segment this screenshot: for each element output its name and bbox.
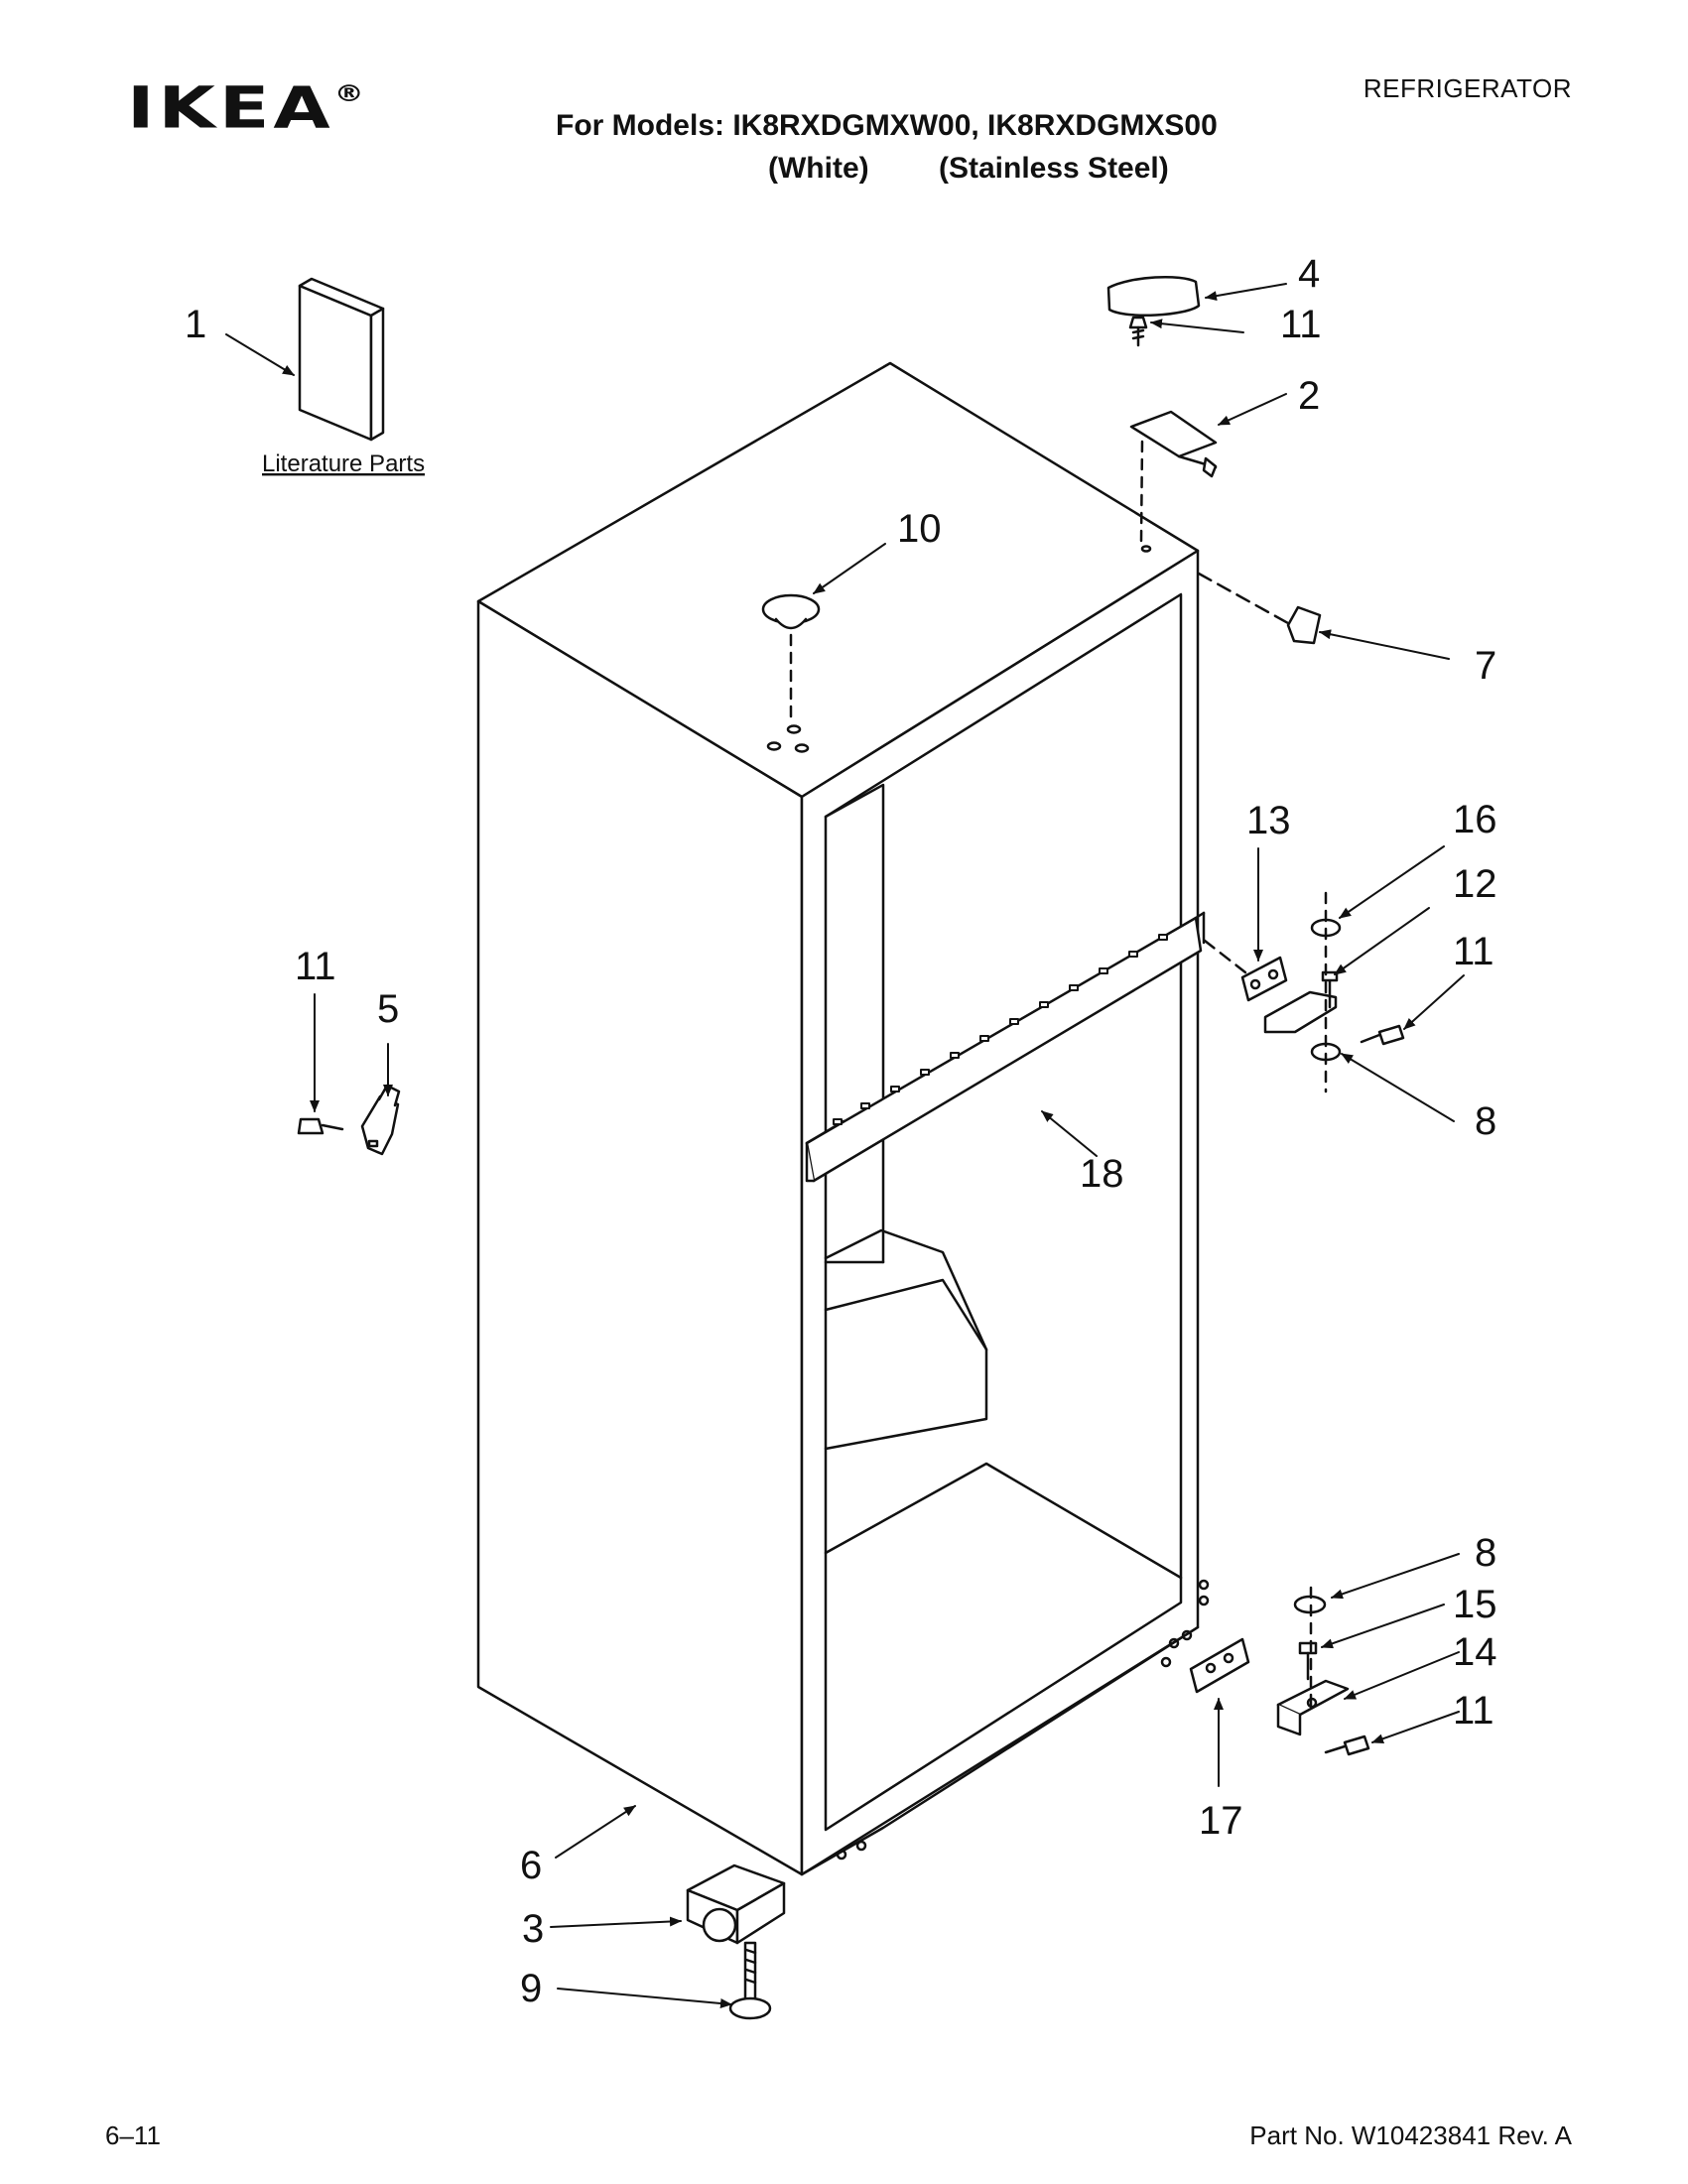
- callout-3: 3: [522, 1907, 544, 1951]
- callout-16: 16: [1453, 798, 1497, 841]
- hinge-pin: [1298, 1641, 1318, 1681]
- hinge-cap: [1286, 605, 1322, 645]
- callout-18: 18: [1080, 1152, 1124, 1196]
- callout-15: 15: [1453, 1583, 1497, 1626]
- callout-6: 6: [520, 1844, 542, 1887]
- top-hinge-cover: [1106, 275, 1201, 318]
- cap-leader-line: [1197, 572, 1290, 625]
- center-hinge: [1263, 970, 1339, 1034]
- callout-17: 17: [1199, 1799, 1243, 1843]
- callout-1: 1: [185, 303, 206, 346]
- callout-11-bottom: 11: [1453, 1689, 1494, 1733]
- leveling-leg: [728, 1941, 772, 2020]
- ikea-logo: IKEA®: [127, 74, 364, 142]
- callout-8-bottom: 8: [1475, 1531, 1496, 1575]
- bottom-hinge-spacer: [1189, 1637, 1250, 1694]
- screw-bottom-hinge: [1324, 1734, 1370, 1756]
- callout-11-top: 11: [1280, 303, 1322, 346]
- callout-10: 10: [897, 507, 942, 551]
- part-number: Part No. W10423841 Rev. A: [1249, 2120, 1572, 2150]
- callout-11-middle: 11: [1453, 930, 1494, 973]
- callout-12: 12: [1453, 862, 1497, 906]
- literature-parts-label: Literature Parts: [262, 450, 425, 477]
- callout-4: 4: [1298, 252, 1320, 296]
- model-numbers: For Models: IK8RXDGMXW00, IK8RXDGMXS00: [556, 109, 1218, 142]
- cabinet-crossbar: [805, 911, 1206, 1183]
- literature-booklet: [298, 277, 385, 442]
- screw-door-stop: [297, 1117, 344, 1135]
- door-stop-bracket: [360, 1084, 401, 1156]
- screw-center-hinge: [1360, 1024, 1405, 1046]
- variant-white: (White): [768, 152, 869, 185]
- page-code: 6–11: [105, 2120, 161, 2150]
- screw-top-hinge: [1128, 316, 1148, 347]
- center-hinge-spacer: [1240, 956, 1288, 1002]
- callout-8-middle: 8: [1475, 1099, 1496, 1143]
- top-hinge: [1129, 410, 1218, 478]
- refrigerator-cabinet: [476, 361, 1210, 1876]
- rear-roller: [686, 1863, 786, 1945]
- callout-leaders: [225, 283, 1465, 2008]
- variant-stainless: (Stainless Steel): [939, 152, 1169, 185]
- callout-13: 13: [1246, 799, 1291, 842]
- callout-7: 7: [1475, 644, 1496, 688]
- product-category: REFRIGERATOR: [1363, 73, 1572, 103]
- top-plug: [761, 593, 821, 630]
- callout-14: 14: [1453, 1630, 1497, 1674]
- callout-2: 2: [1298, 374, 1320, 418]
- callout-5: 5: [377, 987, 399, 1031]
- callout-9: 9: [520, 1967, 542, 2010]
- bottom-hinge: [1276, 1679, 1350, 1736]
- callout-11-left: 11: [295, 945, 336, 988]
